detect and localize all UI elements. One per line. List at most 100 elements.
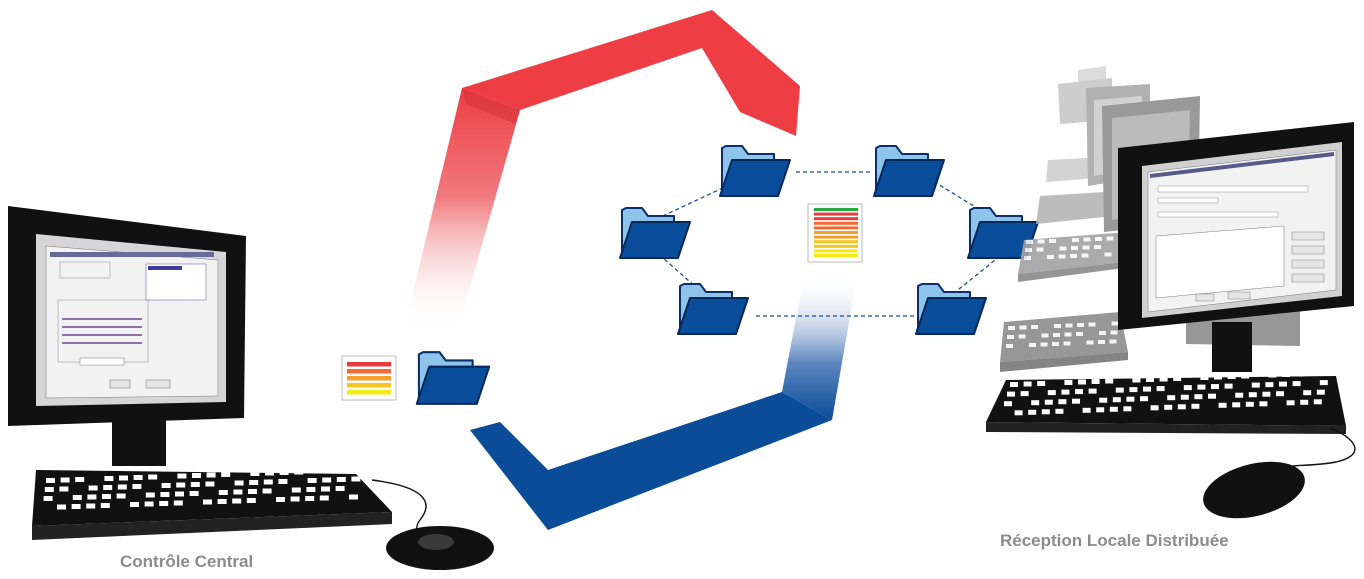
keyboard-key xyxy=(1038,240,1045,244)
keyboard-icon xyxy=(32,468,392,541)
monitor-stand xyxy=(112,410,166,466)
keyboard-key xyxy=(75,477,84,482)
keyboard-key xyxy=(1219,403,1227,408)
keyboard-key xyxy=(1007,335,1014,339)
keyboard-key xyxy=(351,477,360,482)
keyboard-key xyxy=(1194,394,1202,399)
status-bar xyxy=(814,254,858,257)
keyboard-key xyxy=(323,469,332,474)
keyboard-key xyxy=(1089,389,1097,394)
keyboard-key xyxy=(177,474,186,479)
central-control-label: Contrôle Central xyxy=(120,552,253,572)
keyboard-key xyxy=(1025,248,1032,252)
keyboard-key xyxy=(1167,395,1175,400)
status-bar xyxy=(814,240,858,243)
keyboard-key xyxy=(1300,400,1308,405)
keyboard-key xyxy=(1143,387,1151,392)
keyboard-key xyxy=(233,490,242,495)
keyboard-key xyxy=(1060,247,1067,251)
keyboard-key xyxy=(176,483,185,488)
status-bar xyxy=(814,208,858,211)
keyboard-key xyxy=(59,487,68,492)
keyboard-key xyxy=(221,472,230,477)
keyboard-key xyxy=(263,489,272,494)
keyboard-key xyxy=(305,496,314,501)
keyboard-key xyxy=(175,492,184,497)
keyboard-key xyxy=(1042,409,1050,414)
keyboard-key xyxy=(1010,382,1018,387)
keyboard-key xyxy=(1006,344,1013,348)
status-bar xyxy=(347,390,391,395)
keyboard-key xyxy=(322,478,331,483)
keyboard-key xyxy=(1105,253,1112,257)
keyboard-key xyxy=(336,486,345,491)
keyboard-key xyxy=(132,484,141,489)
keyboard-key xyxy=(292,488,301,493)
keyboard-key xyxy=(101,503,110,508)
keyboard-key xyxy=(203,500,212,505)
keyboard-key xyxy=(1146,377,1154,382)
keyboard-key xyxy=(248,489,257,494)
keyboard-key xyxy=(1178,404,1186,409)
monitor-stand xyxy=(1212,322,1252,372)
keyboard-key xyxy=(1296,372,1304,377)
keyboard-key xyxy=(1026,240,1033,244)
mouse-icon xyxy=(386,526,494,570)
status-bar xyxy=(814,245,858,248)
keyboard-key xyxy=(1279,382,1287,387)
keyboard-key xyxy=(145,502,154,507)
keyboard-key xyxy=(1181,395,1189,400)
keyboard-key xyxy=(249,480,258,485)
keyboard-key xyxy=(1232,402,1240,407)
keyboard-key xyxy=(1276,391,1284,396)
keyboard-key xyxy=(61,478,70,483)
keyboard-key xyxy=(1064,342,1071,346)
keyboard-key xyxy=(250,471,259,476)
folder-icon xyxy=(720,146,790,196)
keyboard-key xyxy=(57,505,66,510)
keyboard-key xyxy=(1208,394,1216,399)
keyboard-key xyxy=(159,501,168,506)
folder-icon xyxy=(417,352,489,404)
keyboard-key xyxy=(235,481,244,486)
keyboard-key xyxy=(102,494,111,499)
keyboard-key xyxy=(1047,255,1054,259)
keyboard-key xyxy=(1287,400,1295,405)
keyboard-key xyxy=(103,485,112,490)
keyboard-key xyxy=(1132,378,1140,383)
keyboard-key xyxy=(1116,388,1124,393)
monitor-icon xyxy=(8,206,246,426)
keyboard-key xyxy=(1021,391,1029,396)
status-bar xyxy=(814,222,858,225)
keyboard-key xyxy=(44,496,53,501)
keyboard-key xyxy=(1083,408,1091,413)
keyboard-key xyxy=(1164,405,1172,410)
keyboard-key xyxy=(160,492,169,497)
keyboard-key xyxy=(104,476,113,481)
keyboard-key xyxy=(280,470,289,475)
keyboard-key xyxy=(1197,385,1205,390)
keyboard-key xyxy=(1111,331,1118,335)
keyboard-key xyxy=(218,499,227,504)
keyboard-key xyxy=(1112,322,1119,326)
keyboard-key xyxy=(1094,245,1101,249)
blue-flow-band xyxy=(470,276,856,530)
keyboard-key xyxy=(320,496,329,501)
keyboard-key xyxy=(1019,335,1026,339)
keyboard-key xyxy=(73,495,82,500)
keyboard-key xyxy=(130,502,139,507)
keyboard-key xyxy=(1059,255,1066,259)
keyboard-key xyxy=(1075,389,1083,394)
keyboard-key xyxy=(1252,383,1260,388)
keyboard-key xyxy=(1071,246,1078,250)
keyboard-key xyxy=(1105,379,1113,384)
keyboard-key xyxy=(162,483,171,488)
keyboard-key xyxy=(219,490,228,495)
keyboard-key xyxy=(1042,334,1049,338)
keyboard-key xyxy=(190,491,199,496)
keyboard-key xyxy=(1228,374,1236,379)
keyboard-key xyxy=(1200,375,1208,380)
keyboard-key xyxy=(1015,410,1023,415)
folder-icon xyxy=(620,208,690,258)
